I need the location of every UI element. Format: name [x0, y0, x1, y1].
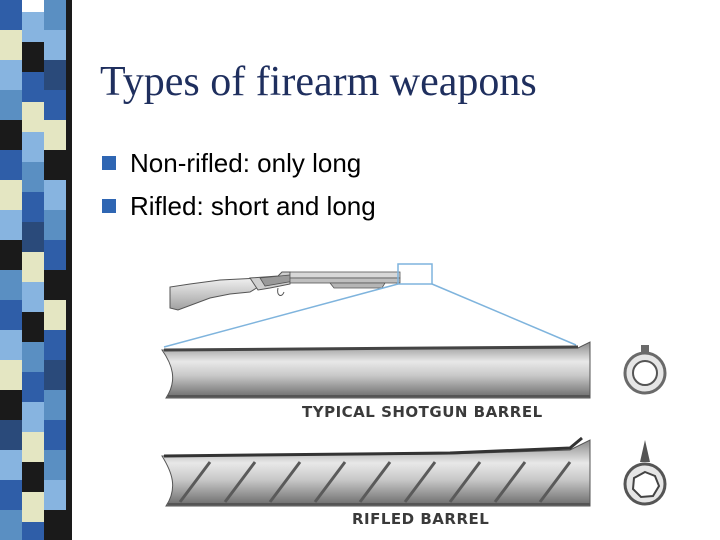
stripe-cell: [22, 102, 44, 132]
bullet-item-non-rifled: Non-rifled: only long: [100, 144, 376, 187]
stripe-cell: [44, 510, 66, 540]
stripe-cell: [0, 270, 22, 300]
stripe-cell: [0, 450, 22, 480]
stripe-cell: [44, 240, 66, 270]
stripe-cell: [0, 0, 22, 30]
square-bullet-icon: [102, 156, 116, 170]
stripe-cell: [0, 240, 22, 270]
rifled-barrel-icon: [161, 436, 591, 507]
stripe-cell: [0, 210, 22, 240]
stripe-cell: [44, 360, 66, 390]
square-bullet-icon: [102, 199, 116, 213]
rifled-bore-end-view-icon: [623, 440, 667, 506]
stripe-cell: [22, 402, 44, 432]
bullet-text: Non-rifled: only long: [130, 148, 362, 178]
stripe-cell: [22, 42, 44, 72]
callout-line-right: [431, 283, 577, 346]
stripe-cell: [44, 150, 66, 180]
stripe-cell: [22, 432, 44, 462]
stripe-cell: [44, 480, 66, 510]
smooth-bore-end-view-icon: [623, 345, 667, 395]
stripe-cell: [44, 0, 66, 30]
stripe-cell: [22, 312, 44, 342]
bullet-item-rifled: Rifled: short and long: [100, 187, 376, 230]
stripe-cell: [44, 90, 66, 120]
stripe-cell: [0, 120, 22, 150]
stripe-cell: [44, 30, 66, 60]
stripe-cell: [44, 450, 66, 480]
stripe-cell: [0, 360, 22, 390]
stripe-cell: [22, 372, 44, 402]
stripe-cell: [22, 282, 44, 312]
stripe-bar-edge: [66, 0, 72, 540]
stripe-cell: [0, 420, 22, 450]
callout-box: [397, 263, 433, 285]
stripe-cell: [0, 180, 22, 210]
stripe-cell: [22, 252, 44, 282]
stripe-cell: [0, 300, 22, 330]
bullet-list: Non-rifled: only long Rifled: short and …: [100, 144, 376, 230]
stripe-cell: [22, 462, 44, 492]
stripe-cell: [22, 342, 44, 372]
bullet-text: Rifled: short and long: [130, 191, 376, 221]
firearm-barrel-figure: TYPICAL SHOTGUN BARREL RIFLED BARREL: [150, 250, 690, 540]
stripe-cell: [44, 180, 66, 210]
smooth-barrel-icon: [161, 341, 591, 399]
stripe-cell: [44, 60, 66, 90]
stripe-cell: [44, 300, 66, 330]
stripe-cell: [22, 72, 44, 102]
stripe-cell: [44, 120, 66, 150]
stripe-cell: [0, 390, 22, 420]
stripe-cell: [22, 222, 44, 252]
stripe-cell: [0, 330, 22, 360]
decorative-stripe-bar: [0, 0, 72, 540]
stripe-cell: [0, 510, 22, 540]
stripe-cell: [44, 420, 66, 450]
callout-line-left: [163, 283, 399, 348]
slide-title: Types of firearm weapons: [100, 59, 537, 105]
stripe-cell: [0, 60, 22, 90]
stripe-cell: [22, 492, 44, 522]
stripe-cell: [22, 522, 44, 540]
shotgun-icon: [169, 271, 401, 311]
stripe-cell: [44, 330, 66, 360]
stripe-cell: [22, 132, 44, 162]
stripe-cell: [44, 390, 66, 420]
rifled-barrel-caption: RIFLED BARREL: [352, 510, 490, 528]
stripe-cell: [44, 210, 66, 240]
shotgun-barrel-caption: TYPICAL SHOTGUN BARREL: [302, 403, 543, 421]
stripe-cell: [22, 12, 44, 42]
stripe-cell: [0, 30, 22, 60]
stripe-cell: [22, 192, 44, 222]
stripe-cell: [0, 480, 22, 510]
stripe-cell: [22, 162, 44, 192]
stripe-cell: [44, 270, 66, 300]
stripe-cell: [0, 150, 22, 180]
barrel-illustration: [161, 263, 667, 507]
stripe-cell: [0, 90, 22, 120]
